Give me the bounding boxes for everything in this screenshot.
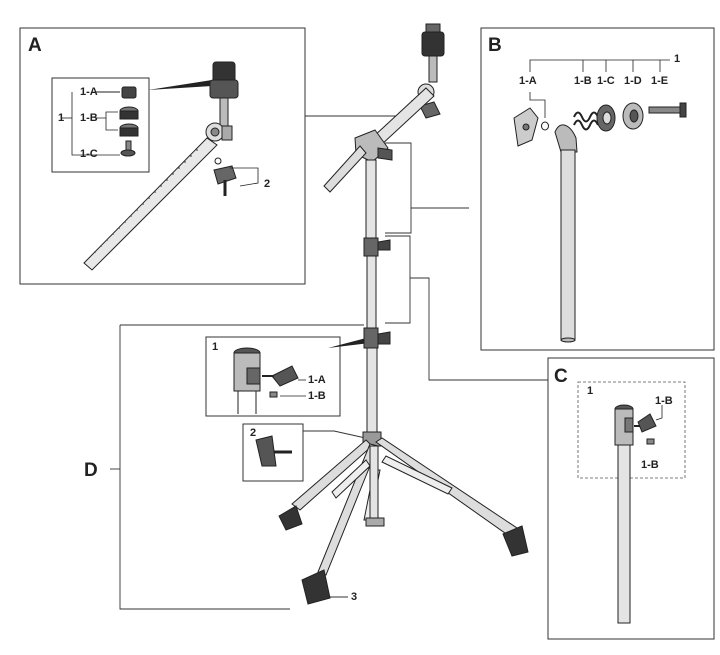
panel-d-label-1a: 1-A xyxy=(308,374,326,386)
panel-c-label-1b-lower: 1-B xyxy=(641,459,659,471)
panel-c-frame xyxy=(547,357,715,640)
panel-c-label-1: 1 xyxy=(587,385,594,397)
panel-b-letter: B xyxy=(488,35,502,56)
panel-d-label-2: 2 xyxy=(250,427,257,439)
panel-a-frame xyxy=(19,27,306,285)
panel-b-parts xyxy=(513,59,687,343)
panel-a-label-1c: 1-C xyxy=(80,148,98,160)
panel-d-detail-1-frame xyxy=(205,336,341,417)
panel-d-parts xyxy=(233,347,306,467)
panel-a-letter: A xyxy=(28,35,42,56)
panel-d-pointer xyxy=(328,337,370,348)
panel-b-frame xyxy=(480,27,715,351)
panel-a-pointer xyxy=(148,80,212,90)
panel-d-letter: D xyxy=(84,460,98,481)
panel-a-label-1: 1 xyxy=(58,112,65,124)
panel-a-label-1b: 1-B xyxy=(80,112,98,124)
panel-b-label-1e: 1-E xyxy=(651,75,669,87)
panel-c-detail-frame xyxy=(577,381,686,479)
panel-d-label-3: 3 xyxy=(351,591,358,603)
panel-b-label-1b: 1-B xyxy=(574,75,592,87)
main-stand xyxy=(278,23,529,605)
panel-b-label-1c: 1-C xyxy=(597,75,615,87)
panel-a-boom-holes xyxy=(94,149,198,253)
panel-a-parts xyxy=(62,61,259,271)
panel-c-letter: C xyxy=(554,366,568,387)
panel-a-label-1a: 1-A xyxy=(80,86,98,98)
panel-c-parts xyxy=(614,404,663,624)
panel-d-label-1b: 1-B xyxy=(308,390,326,402)
panel-d-label-1: 1 xyxy=(212,341,219,353)
panel-d-detail-2-frame xyxy=(242,423,304,482)
panel-a-detail-frame xyxy=(51,77,150,173)
panel-b-label-1a: 1-A xyxy=(519,75,537,87)
panel-a-label-2: 2 xyxy=(264,178,271,190)
panel-b-label-1d: 1-D xyxy=(624,75,642,87)
callout-lines xyxy=(110,100,548,610)
panel-b-label-1: 1 xyxy=(674,53,681,65)
panel-c-label-1b: 1-B xyxy=(655,395,673,407)
